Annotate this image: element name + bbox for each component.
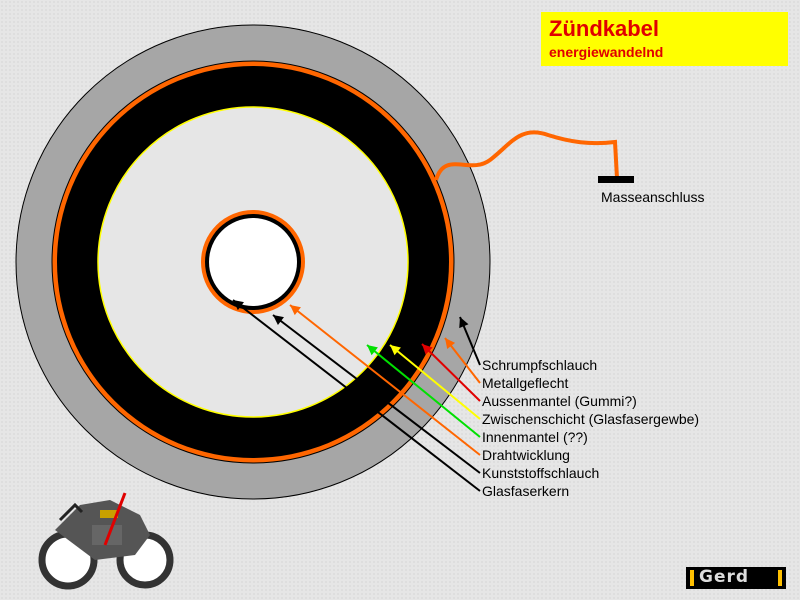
arrow-head-icon <box>290 305 301 316</box>
logo-text: Gerd <box>699 567 750 587</box>
ground-terminal <box>598 176 634 183</box>
layer-label: Metallgeflecht <box>482 375 569 391</box>
ground-wire <box>434 130 619 181</box>
pointer-arrow <box>272 314 481 474</box>
arrow-head-icon <box>445 338 456 349</box>
arrow-head-icon <box>422 344 433 355</box>
gerd-logo: Gerd <box>686 567 786 589</box>
arrow-head-icon <box>233 300 244 311</box>
layer-label: Aussenmantel (Gummi?) <box>482 393 637 409</box>
layer-label: Drahtwicklung <box>482 447 570 463</box>
arrow-head-icon <box>273 315 284 326</box>
layer-label: Zwischenschicht (Glasfasergewbe) <box>482 411 700 427</box>
fiber-core <box>209 218 297 306</box>
arrow-head-icon <box>367 345 378 356</box>
arrow-head-icon <box>390 345 401 356</box>
pointer-arrow <box>232 299 481 492</box>
subtitle: energiewandelnd <box>549 44 664 60</box>
title: Zündkabel <box>549 16 660 41</box>
layer-label: Innenmantel (??) <box>482 429 588 445</box>
layer-pointers <box>232 299 481 492</box>
layer-label: Schrumpfschlauch <box>482 357 598 373</box>
title-box: Zündkabel energiewandelnd <box>541 12 788 66</box>
pointer-arrow <box>389 344 481 420</box>
layer-label: Glasfaserkern <box>482 483 570 499</box>
motorcycle-image <box>38 492 174 590</box>
arrow-head-icon <box>459 317 469 329</box>
pointer-arrow <box>421 343 481 402</box>
layer-label: Kunststoffschlauch <box>482 465 600 481</box>
pointer-arrow <box>289 304 481 456</box>
pointer-arrow <box>366 344 481 438</box>
ground-label: Masseanschluss <box>601 189 705 205</box>
